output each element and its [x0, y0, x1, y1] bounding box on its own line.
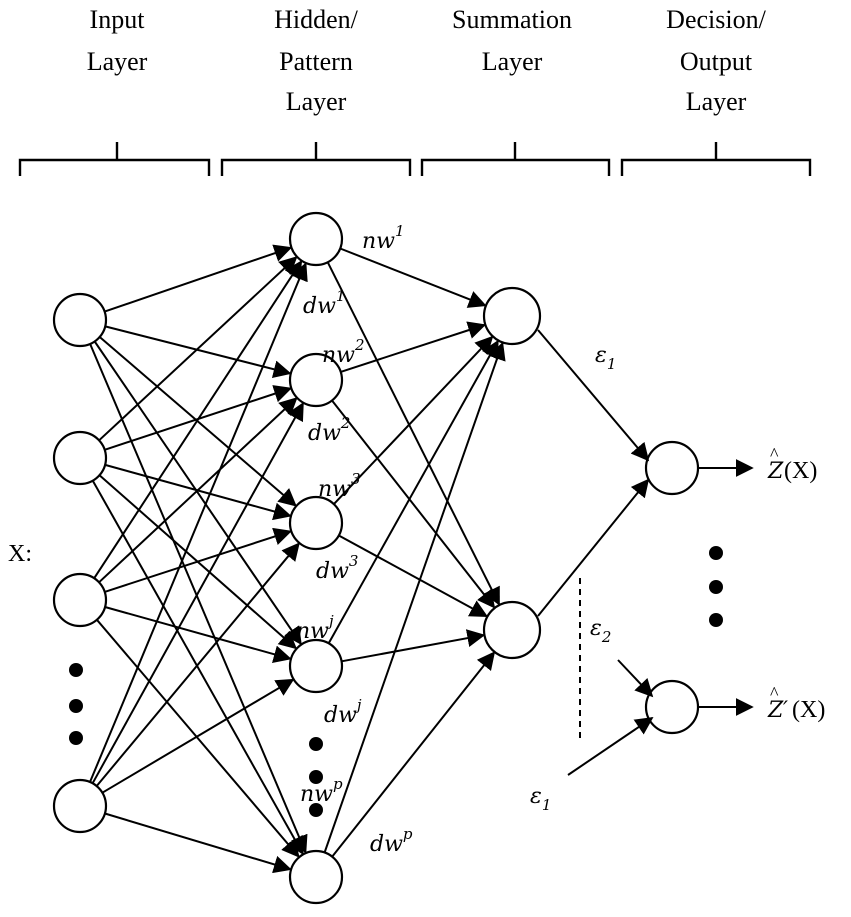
edge-input3-pattern3 [104, 527, 293, 593]
edge-input4-pattern5 [104, 812, 292, 874]
weight-label-dwj: dwj [324, 696, 362, 728]
edge-pattern3-sum2 [338, 534, 489, 617]
edge-pattern3-sum1 [333, 335, 494, 505]
pattern-node-j [288, 638, 344, 694]
input-node-2 [52, 430, 108, 486]
edge-sum1-out1 [537, 329, 650, 462]
input-node-4 [52, 778, 108, 834]
output-node-1 [644, 440, 700, 496]
header-output-layer: Decision/ Output Layer [666, 5, 766, 116]
edge-input4-pattern3 [95, 542, 300, 787]
output-label-1: Z ^ (X) [767, 444, 817, 484]
output-label-2-prime: ′ [783, 698, 788, 723]
weight-label-nwj: nwj [296, 612, 334, 644]
output-label-1-arg: (X) [784, 458, 817, 484]
header-hidden-line3: Layer [286, 87, 347, 116]
header-output-line2: Output [680, 47, 753, 76]
edge-input4-pattern4 [101, 678, 295, 794]
edge-pattern5-sum1 [323, 341, 506, 853]
weight-label-dw3: dw3 [316, 552, 358, 584]
edge-pattern4-sum1 [327, 339, 499, 644]
edge-input1-pattern1 [104, 244, 293, 313]
header-hidden-layer: Hidden/ Pattern Layer [274, 5, 359, 116]
header-output-line1: Decision/ [666, 5, 766, 34]
input-label: X: [8, 541, 32, 567]
edge-input3-pattern2 [98, 397, 298, 584]
connection-edges [89, 244, 506, 874]
edge-input4-pattern1 [89, 262, 308, 783]
header-input-line1: Input [90, 5, 146, 34]
header-hidden-line2: Pattern [279, 47, 353, 76]
weight-label-nw3: nw3 [318, 470, 361, 502]
edge-input2-pattern5 [91, 480, 304, 856]
epsilon-label-1: ε1 [595, 343, 616, 373]
output-label-2-z: Z [767, 698, 784, 723]
epsilon-label-3: ε1 [530, 784, 551, 814]
hat-icon-2: ^ [770, 683, 779, 703]
header-summation-line1: Summation [452, 5, 572, 34]
edge-input1-pattern4 [93, 340, 302, 646]
header-input-line2: Layer [87, 47, 148, 76]
output-node-2 [644, 679, 700, 735]
output-ellipsis [709, 546, 723, 627]
input-ellipsis [69, 663, 83, 745]
weight-label-dw2: dw2 [308, 414, 350, 446]
summation-node-2 [482, 600, 542, 660]
edge-pattern4-sum2 [341, 629, 486, 663]
input-node-3 [52, 572, 108, 628]
edge-eps1-out2 [567, 716, 654, 776]
weight-labels: nw1 dw1 nw2 dw2 nw3 dw3 nwj dwj nwp dwp [296, 222, 413, 857]
header-summation-line2: Layer [482, 47, 543, 76]
edge-pattern2-sum1 [340, 321, 487, 373]
hat-icon-1: ^ [770, 444, 779, 464]
edge-input1-pattern5 [89, 343, 308, 854]
weight-label-nwp: nwp [300, 775, 343, 807]
pattern-node-p [288, 849, 344, 905]
header-input-layer: Input Layer [87, 5, 148, 76]
edge-input4-pattern2 [91, 402, 304, 784]
pattern-node-3 [288, 495, 344, 551]
brace-input [18, 142, 211, 176]
pattern-node-2 [288, 352, 344, 408]
weight-label-nw1: nw1 [362, 222, 405, 254]
weight-label-nw2: nw2 [322, 336, 365, 368]
output-label-1-z: Z [767, 459, 784, 484]
edge-sum2-out1 [537, 478, 650, 617]
edge-pattern5-sum2 [331, 651, 496, 858]
edge-input3-pattern4 [104, 606, 292, 664]
header-summation-layer: Summation Layer [452, 5, 572, 76]
weight-label-dwp: dwp [370, 825, 413, 857]
epsilon-label-2: ε2 [590, 616, 611, 646]
header-hidden-line1: Hidden/ [274, 5, 359, 34]
edge-input2-pattern1 [98, 256, 298, 442]
network-nodes [52, 211, 700, 905]
edge-pattern1-sum1 [339, 247, 487, 308]
brace-output [620, 142, 812, 176]
edge-pattern2-sum2 [331, 399, 496, 609]
edge-eps2-out2 [617, 659, 654, 698]
brace-summation [420, 142, 611, 176]
header-output-line3: Layer [686, 87, 747, 116]
pattern-ellipsis [309, 737, 323, 817]
weight-label-dw1: dw1 [303, 287, 345, 319]
pattern-node-1 [288, 211, 344, 267]
edge-pattern1-sum2 [326, 261, 500, 606]
brace-hidden [220, 142, 412, 176]
edge-input3-pattern5 [96, 619, 300, 858]
edge-input3-pattern1 [93, 260, 303, 579]
summation-node-1 [482, 286, 542, 346]
output-label-2-arg: (X) [792, 697, 825, 723]
input-node-1 [52, 292, 108, 348]
output-label-2: Z ^ ′ (X) [767, 683, 825, 723]
